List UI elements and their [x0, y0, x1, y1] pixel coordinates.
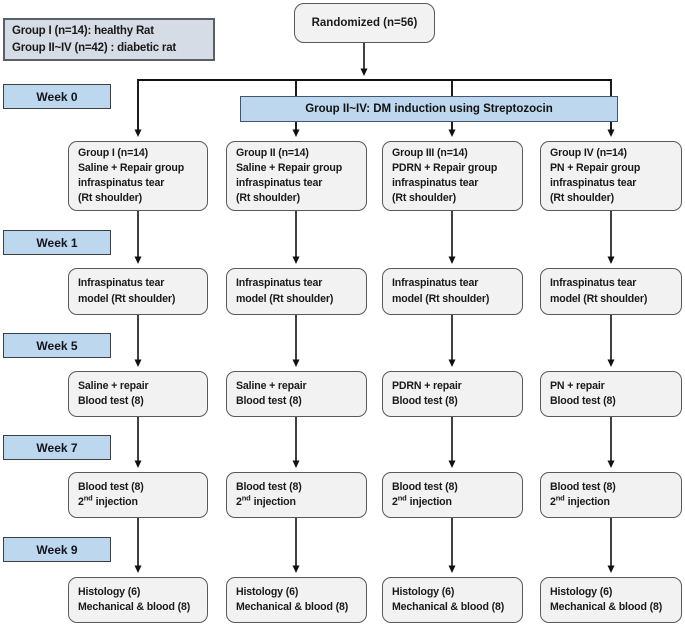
box-line: Group IV (n=14): [550, 146, 627, 159]
box-line: Blood test (8): [392, 480, 458, 493]
box-line: Infraspinatus tear: [78, 277, 165, 290]
week-5-label: Week 5: [3, 333, 111, 358]
ordinal-suffix: nd: [397, 493, 407, 503]
outcome-box-col4: Histology (6) Mechanical & blood (8): [540, 577, 682, 623]
dm-induction-bar: Group II~IV: DM induction using Streptoz…: [240, 96, 618, 122]
box-line: Infraspinatus tear: [236, 277, 323, 290]
ordinal-suffix: nd: [83, 493, 93, 503]
tear-model-box-col4: Infraspinatus tear model (Rt shoulder): [540, 268, 682, 315]
outcome-box-col3: Histology (6) Mechanical & blood (8): [382, 577, 523, 623]
box-line: (Rt shoulder): [78, 192, 142, 205]
box-line: Blood test (8): [236, 480, 302, 493]
dm-induction-label: Group II~IV: DM induction using Streptoz…: [305, 103, 553, 115]
treatment-box-col1: Saline + repair Blood test (8): [68, 371, 208, 417]
box-line: Mechanical & blood (8): [236, 601, 349, 613]
group-iv-box: Group IV (n=14) PN + Repair group infras…: [540, 141, 682, 211]
group-i-box: Group I (n=14) Saline + Repair group inf…: [68, 141, 208, 211]
box-line: Histology (6): [392, 585, 455, 598]
box-line: infraspinatus tear: [78, 177, 165, 189]
randomized-label: Randomized (n=56): [311, 17, 418, 29]
box-line: Blood test (8): [550, 395, 616, 407]
box-line: PDRN + Repair group: [392, 161, 498, 174]
randomized-box: Randomized (n=56): [294, 3, 435, 43]
box-line: Saline + repair: [78, 379, 149, 392]
box-line: (Rt shoulder): [236, 192, 300, 205]
week-1-label: Week 1: [3, 230, 111, 255]
treatment-box-col3: PDRN + repair Blood test (8): [382, 371, 523, 417]
box-line: PDRN + repair: [392, 379, 462, 392]
box-line: infraspinatus tear: [392, 177, 479, 189]
tear-model-box-col2: Infraspinatus tear model (Rt shoulder): [226, 268, 367, 315]
box-line: Saline + Repair group: [236, 161, 343, 174]
box-line: Mechanical & blood (8): [78, 601, 191, 613]
box-line: (Rt shoulder): [550, 192, 614, 205]
box-line: PN + Repair group: [550, 161, 641, 174]
treatment-box-col4: PN + repair Blood test (8): [540, 371, 682, 417]
box-line: infraspinatus tear: [236, 177, 323, 189]
box-line: Histology (6): [550, 585, 613, 598]
box-line: (Rt shoulder): [392, 192, 456, 205]
ordinal-suffix: nd: [555, 493, 565, 503]
box-line: model (Rt shoulder): [236, 292, 334, 305]
legend-line-1: Group I (n=14): healthy Rat: [12, 24, 154, 37]
group-ii-box: Group II (n=14) Saline + Repair group in…: [226, 141, 367, 211]
outcome-box-col1: Histology (6) Mechanical & blood (8): [68, 577, 208, 623]
box-line: Infraspinatus tear: [392, 277, 479, 290]
treatment-box-col2: Saline + repair Blood test (8): [226, 371, 367, 417]
box-line: PN + repair: [550, 379, 605, 392]
box-line: Mechanical & blood (8): [550, 601, 663, 613]
box-line: model (Rt shoulder): [550, 292, 648, 305]
box-line: Blood test (8): [78, 480, 144, 493]
group-legend-box: Group I (n=14): healthy Rat Group II~IV …: [3, 18, 215, 61]
legend-line-2: Group II~IV (n=42) : diabetic rat: [12, 41, 177, 54]
tear-model-box-col1: Infraspinatus tear model (Rt shoulder): [68, 268, 208, 315]
box-line: Histology (6): [236, 585, 299, 598]
box-line: model (Rt shoulder): [78, 292, 176, 305]
box-line: Infraspinatus tear: [550, 277, 637, 290]
week-9-label: Week 9: [3, 537, 111, 562]
box-line: Blood test (8): [392, 395, 458, 407]
outcome-box-col2: Histology (6) Mechanical & blood (8): [226, 577, 367, 623]
week-0-label: Week 0: [3, 84, 111, 109]
box-line: Saline + Repair group: [78, 161, 185, 174]
group-iii-box: Group III (n=14) PDRN + Repair group inf…: [382, 141, 523, 211]
box-line: Saline + repair: [236, 379, 307, 392]
box-line: Group I (n=14): [78, 146, 149, 159]
ordinal-suffix: nd: [241, 493, 251, 503]
box-line: infraspinatus tear: [550, 177, 637, 189]
box-line: Group II (n=14): [236, 146, 309, 159]
box-line: Blood test (8): [236, 395, 302, 407]
box-line: model (Rt shoulder): [392, 292, 490, 305]
box-line: Blood test (8): [550, 480, 616, 493]
box-line: Mechanical & blood (8): [392, 601, 505, 613]
week-7-label: Week 7: [3, 435, 111, 460]
box-line: Group III (n=14): [392, 146, 468, 159]
box-line: Blood test (8): [78, 395, 144, 407]
tear-model-box-col3: Infraspinatus tear model (Rt shoulder): [382, 268, 523, 315]
box-line: Histology (6): [78, 585, 141, 598]
